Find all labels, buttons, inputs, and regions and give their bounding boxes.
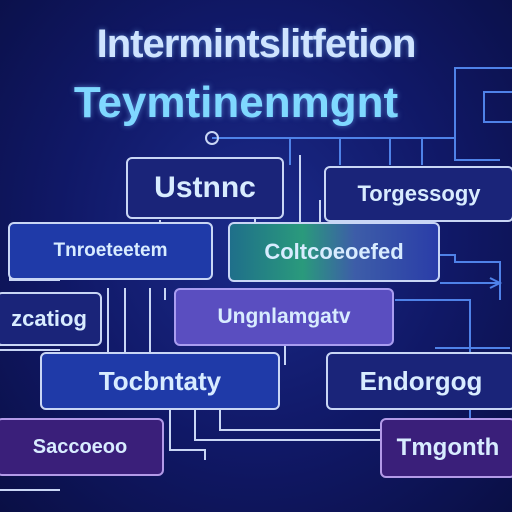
node-sacc: Saccoeoo [0,418,164,476]
connector-line [219,410,380,431]
node-tocb: Tocbntaty [40,352,280,410]
connector-node [205,131,219,145]
connector-box [483,91,512,123]
node-tnrc: Tnroeteetem [8,222,213,280]
connector-line [169,410,206,460]
node-usnnc: Ustnnc [126,157,284,219]
node-tergg: Torgessogy [324,166,512,222]
node-endo: Endorgog [326,352,512,410]
connector-arrow [489,277,503,289]
node-ungn: Ungnlamgatv [174,288,394,346]
connector-line [454,138,500,161]
connector-line [212,67,512,139]
connector-line [440,254,501,300]
node-zcat: zcatiog [0,292,102,346]
node-tmgo: Tmgonth [380,418,512,478]
diagram-title: Intermintslitfetion [96,22,417,66]
node-colt: Coltcoeoefed [228,222,440,282]
diagram-subtitle: Teymtinenmgnt [73,78,399,127]
connector-line [194,410,380,441]
